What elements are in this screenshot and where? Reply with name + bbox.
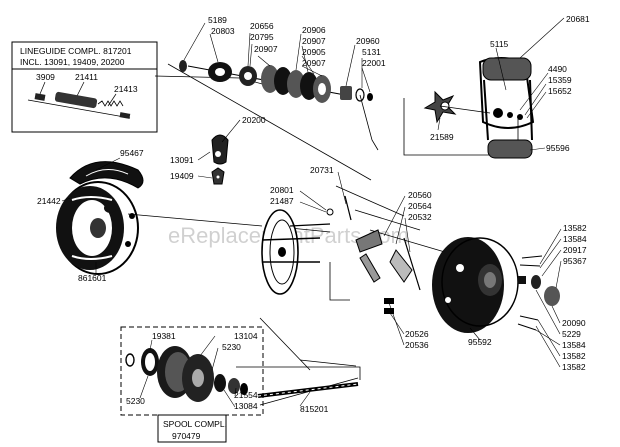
part-label: 20656 [250,21,274,31]
crank-handle [423,57,535,159]
part-label: 95592 [468,337,492,347]
lineguide-box [11,41,158,133]
part-label: 861601 [78,273,107,283]
part-label: 15652 [548,86,572,96]
part-label: 20681 [566,14,590,24]
part-label: 5229 [562,329,581,339]
part-label-21413: 21413 [114,84,138,94]
spool-group: SPOOL COMPL. 970479 [120,326,264,443]
part-label: 13091 [170,155,194,165]
part-label: 20200 [242,115,266,125]
spool-title-box [157,414,227,443]
part-label: 95596 [546,143,570,153]
part-label: 20905 [302,47,326,57]
star-drag [423,90,457,124]
part-label: 20803 [211,26,235,36]
part-label: 21589 [430,132,454,142]
spool-title-2: 970479 [172,431,201,441]
part-label-21411: 21411 [75,72,98,82]
part-label: 5115 [490,39,509,49]
lineguide-parts-drawing [27,91,131,119]
lineguide-group: LINEGUIDE COMPL. 817201 INCL. 13091, 194… [11,41,158,133]
part-label-3909: 3909 [36,72,55,82]
part-label: 20532 [408,212,432,222]
part-label: 13582 [562,351,586,361]
part-label: 20907 [302,58,326,68]
part-label: 20907 [302,36,326,46]
part-label: 5230 [126,396,145,406]
part-label: 20906 [302,25,326,35]
part-label: 20801 [270,185,294,195]
part-label: 13084 [234,401,258,411]
part-label: 20960 [356,36,380,46]
part-labels: 5189 20803 20656 20795 20907 20906 20907… [37,14,590,414]
part-label: 20560 [408,190,432,200]
right-side-plate [432,237,560,333]
part-label: 20731 [310,165,334,175]
part-label: 4490 [548,64,567,74]
part-label: 5131 [362,47,381,57]
part-label: 5230 [222,342,241,352]
level-wind-shaft [257,382,359,398]
part-label: 21442 [37,196,61,206]
part-label: 20795 [250,32,274,42]
part-label: 20564 [408,201,432,211]
part-label: 21487 [270,196,294,206]
part-label: 13584 [563,234,587,244]
spool-drawing [125,346,248,402]
part-label: 19381 [152,331,176,341]
part-label: 20917 [563,245,587,255]
part-label: 13104 [234,331,258,341]
part-label: 95367 [563,256,587,266]
center-frame [261,195,421,314]
part-label: 20536 [405,340,429,350]
part-label: 95467 [120,148,144,158]
part-label: 19409 [170,171,194,181]
part-label: 20907 [254,44,278,54]
part-label: 20526 [405,329,429,339]
lineguide-title-2: INCL. 13091, 19409, 20200 [20,57,125,67]
spool-title-1: SPOOL COMPL. [163,419,227,429]
part-label: 22001 [362,58,386,68]
part-label: 20090 [562,318,586,328]
part-label: 13584 [562,340,586,350]
drag-washer-stack [179,60,373,103]
left-side-plate [56,161,144,275]
part-label: 15359 [548,75,572,85]
part-label: 13582 [563,223,587,233]
part-label: 21554 [234,390,258,400]
lineguide-title-1: LINEGUIDE COMPL. 817201 [20,46,132,56]
leader-lines [61,17,565,408]
part-label: 815201 [300,404,329,414]
part-label: 13582 [562,362,586,372]
level-wind-parts [211,134,229,185]
part-label: 5189 [208,15,227,25]
